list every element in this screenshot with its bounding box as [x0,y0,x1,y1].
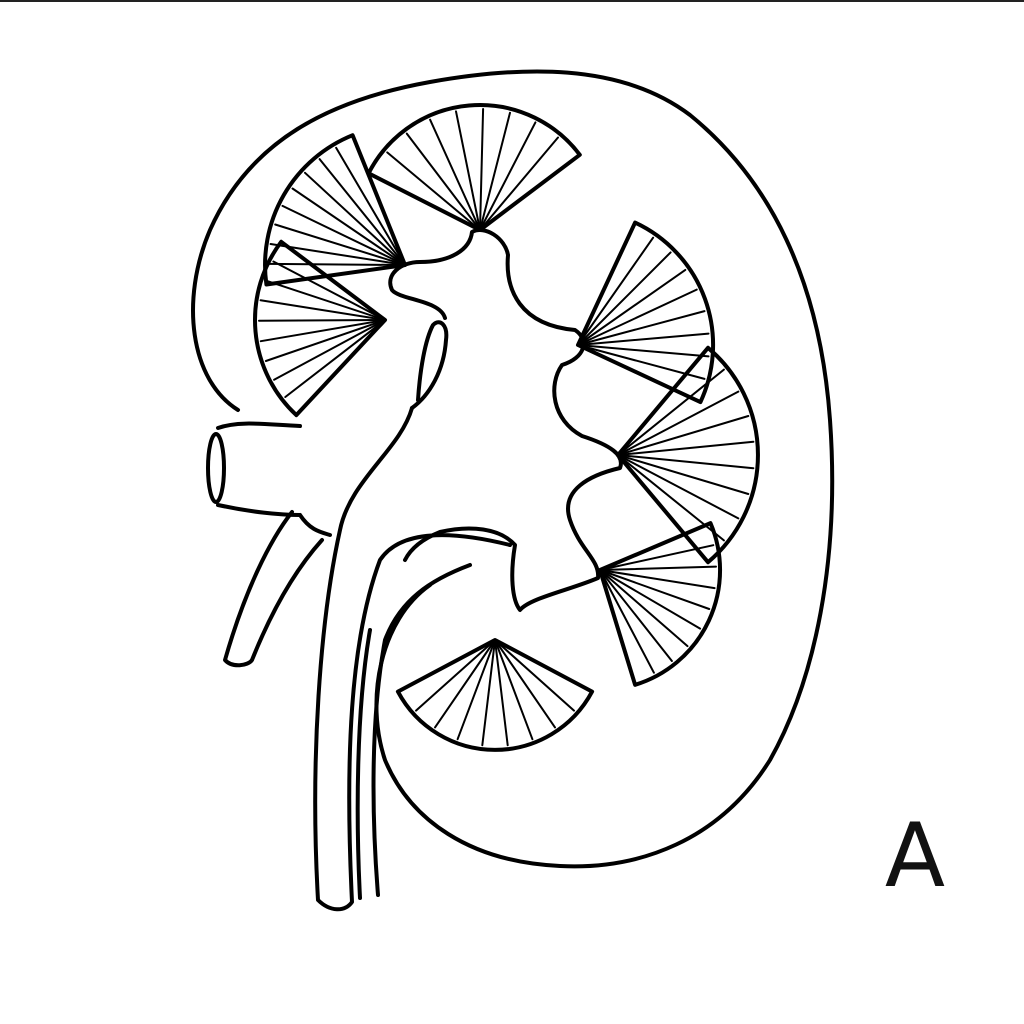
pyramid-striation [268,262,406,266]
pyramid-striation [291,187,406,266]
pyramid-outline [616,345,760,565]
pyramid-striation [494,639,534,741]
pyramid-striation [386,151,481,231]
kidney-outline [191,69,835,869]
top-border-line [0,0,1024,2]
renal-pyramid [253,239,387,418]
pyramid-striation [479,136,559,231]
pyramid-striation [617,454,725,542]
renal-artery [313,406,512,912]
pyramid-striation [494,639,556,729]
panel-label: A [884,804,946,907]
pyramid-striation [304,171,406,266]
pyramid-striation [405,132,481,231]
renal-pyramid [395,638,595,752]
renal-pyramid [616,345,760,565]
pyramid-striation [617,454,750,495]
pyramid-striation [577,251,672,346]
pyramid-outline [366,103,582,232]
renal-artery-branch [223,510,324,668]
pyramid-striation [481,639,496,747]
pyramid-striation [577,268,687,346]
pyramid-striation [577,236,655,346]
pyramid-striation [599,565,717,571]
pyramid-striation [479,111,511,231]
pyramid-striation [259,319,386,343]
pyramid-outline [253,239,387,418]
pyramid-striation [269,243,406,266]
vessel-inner-wall [410,320,449,410]
renal-pelvis [388,228,623,612]
pyramid-striation [577,332,710,346]
renal-pyramid [263,133,407,287]
pyramid-striation [264,319,386,362]
renal-pyramid [366,103,582,232]
pyramid-striation [434,639,496,729]
pyramid-striation [599,569,673,662]
pyramid-striation [494,639,575,712]
pyramid-striation [617,440,755,456]
pyramid-outline [598,521,722,687]
pyramid-striation [599,569,689,648]
pyramid-striation [479,121,537,231]
pyramid-outline [576,220,716,405]
renal-pyramids [253,103,760,752]
pyramid-striation [599,569,711,610]
pyramid-striation [429,118,481,231]
pyramid-outline [395,638,595,752]
pyramid-striation [259,299,386,321]
pyramid-striation [273,319,386,381]
pyramid-striation [599,569,655,674]
pyramid-striation [599,569,716,590]
renal-vein [216,421,332,537]
pyramid-striation [318,158,406,266]
renal-pyramid [598,521,722,687]
pyramid-striation [577,310,706,346]
pyramid-striation [617,368,725,456]
pyramid-striation [599,544,715,571]
pyramid-striation [577,344,706,380]
pyramid-striation [281,204,406,266]
pyramid-striation [599,569,702,630]
pyramid-striation [479,108,485,231]
pyramid-striation [415,639,496,712]
pyramid-striation [617,415,750,456]
pyramid-striation [577,344,710,358]
pyramid-striation [258,319,386,322]
pyramid-striation [617,390,740,456]
ureter [355,563,472,900]
pyramid-striation [494,639,509,747]
pyramid-striation [335,146,406,266]
pyramid-striation [284,319,386,398]
pyramid-striation [455,110,481,231]
pyramid-striation [617,454,740,520]
pyramid-striation [274,223,406,266]
pyramid-striation [272,260,386,321]
renal-vein-opening [206,432,226,504]
pyramid-striation [577,288,698,346]
pyramid-striation [617,454,755,470]
renal-pyramid [576,220,716,405]
pyramid-striation [456,639,496,741]
pyramid-striation [264,279,386,321]
